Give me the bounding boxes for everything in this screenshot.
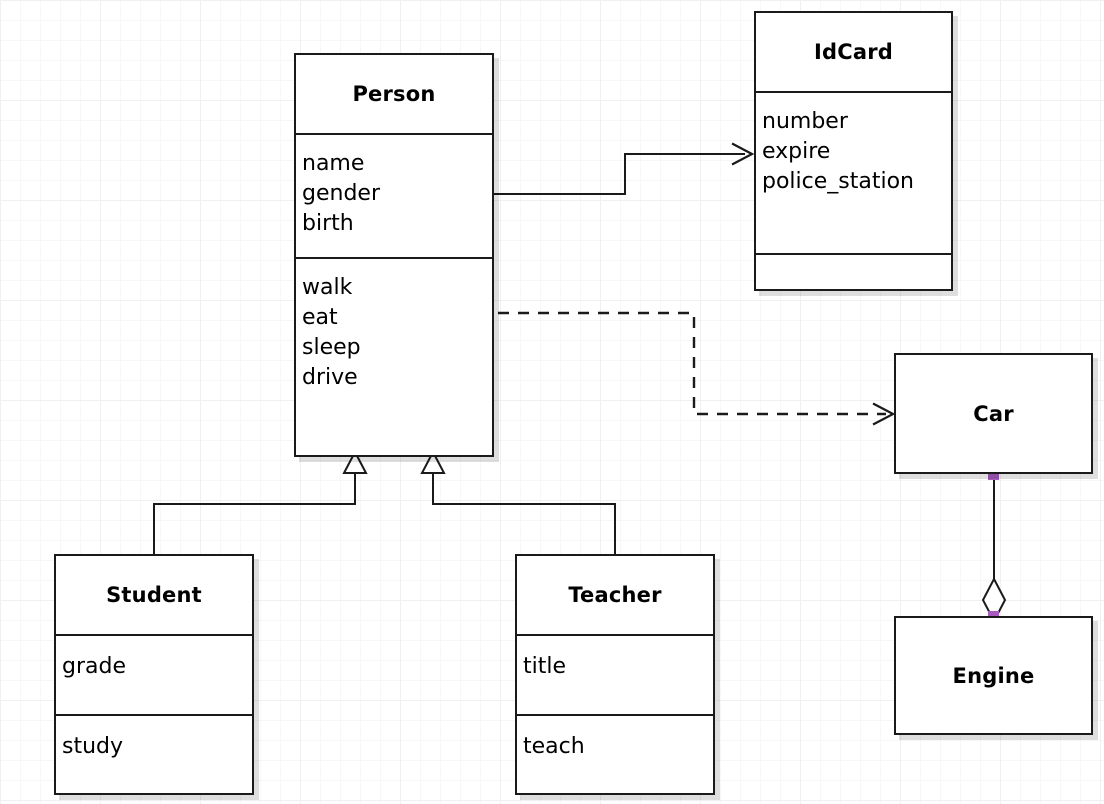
class-name-engine: Engine: [952, 663, 1035, 688]
operation-item: teach: [523, 734, 585, 759]
attributes-compartment-idcard: number expire police_station: [756, 91, 951, 253]
generalization-student-person[interactable]: [153, 449, 368, 558]
operations-compartment-teacher: teach: [517, 714, 713, 793]
class-name-teacher: Teacher: [568, 583, 662, 607]
class-name-idcard: IdCard: [813, 40, 894, 64]
class-box-engine[interactable]: Engine: [894, 616, 1093, 735]
attribute-item: gender: [302, 181, 380, 206]
operation-item: eat: [302, 305, 338, 330]
operations-compartment-idcard: [756, 253, 951, 289]
class-name-student: Student: [106, 583, 202, 607]
dependency-person-car[interactable]: [498, 311, 896, 426]
class-name-car: Car: [973, 401, 1014, 426]
generalization-teacher-person[interactable]: [420, 449, 616, 558]
attribute-item: police_station: [762, 169, 914, 194]
class-box-teacher[interactable]: Teacher title teach: [515, 554, 715, 795]
attribute-item: name: [302, 151, 365, 176]
aggregation-car-engine[interactable]: [981, 474, 1007, 624]
attribute-item: number: [762, 109, 848, 134]
operation-item: drive: [302, 365, 358, 390]
association-person-idcard[interactable]: [493, 142, 755, 195]
attribute-item: birth: [302, 211, 354, 236]
attribute-item: title: [523, 654, 567, 679]
attributes-compartment-person: name gender birth: [296, 133, 492, 257]
attributes-compartment-teacher: title: [517, 634, 713, 714]
operations-compartment-student: study: [56, 714, 252, 793]
class-box-car[interactable]: Car: [894, 353, 1093, 474]
class-box-person[interactable]: Person name gender birth walk eat sleep …: [294, 53, 494, 457]
operation-item: walk: [302, 275, 353, 300]
attributes-compartment-student: grade: [56, 634, 252, 714]
operation-item: study: [62, 734, 124, 759]
operations-compartment-person: walk eat sleep drive: [296, 257, 492, 455]
class-box-idcard[interactable]: IdCard number expire police_station: [754, 11, 953, 291]
attribute-item: expire: [762, 139, 831, 164]
operation-item: sleep: [302, 335, 361, 360]
attribute-item: grade: [62, 654, 126, 679]
class-name-person: Person: [352, 82, 436, 106]
connection-anchor-car[interactable]: [988, 469, 999, 480]
class-box-student[interactable]: Student grade study: [54, 554, 254, 795]
